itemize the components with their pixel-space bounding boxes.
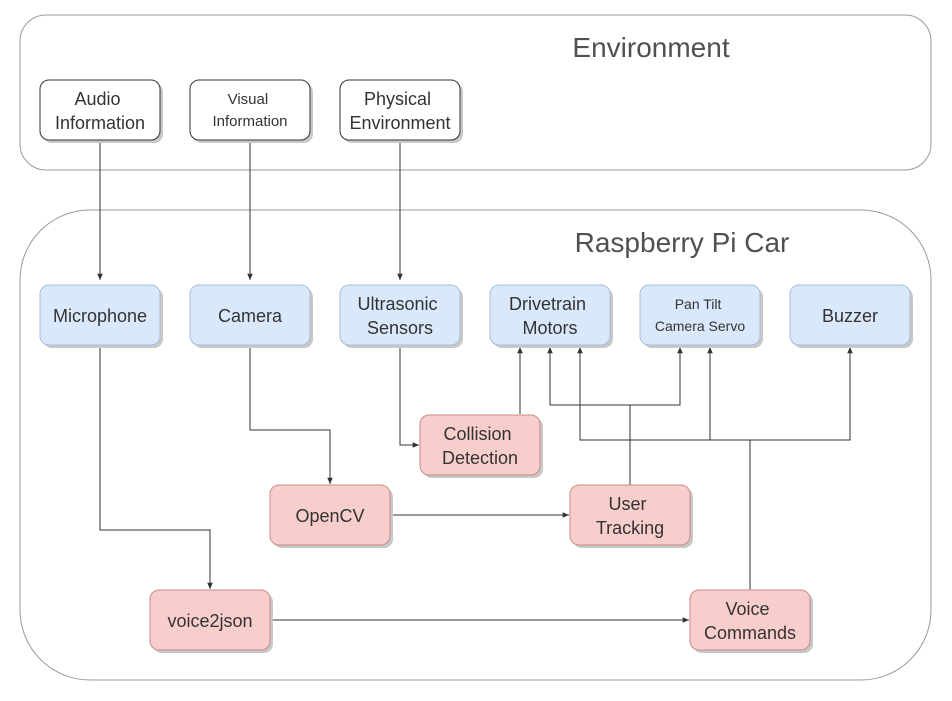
node-label-line: Motors xyxy=(522,318,577,338)
node-label-line: Pan Tilt xyxy=(675,296,722,312)
edges xyxy=(97,140,853,623)
node-buzzer: Buzzer xyxy=(789,284,913,348)
svg-text:Buzzer: Buzzer xyxy=(822,306,878,326)
edge-microphone-to-voice2json xyxy=(99,345,213,589)
node-label-line: Camera xyxy=(218,306,283,326)
node-label-line: OpenCV xyxy=(295,506,364,526)
svg-text:voice2json: voice2json xyxy=(167,611,252,631)
edge-camera-to-opencv xyxy=(249,345,333,484)
node-camera: Camera xyxy=(189,284,313,348)
node-label-line: Information xyxy=(55,113,145,133)
node-label-line: Buzzer xyxy=(822,306,878,326)
svg-text:Collision Detection: Collision Detection xyxy=(442,424,518,468)
node-visual-information: Visual Information xyxy=(189,79,313,143)
node-microphone: Microphone xyxy=(39,284,163,348)
node-label-line: voice2json xyxy=(167,611,252,631)
svg-text:Audio Information: Audio Information xyxy=(55,89,145,133)
node-label-line: Collision xyxy=(443,424,511,444)
svg-text:Ultrasonic Sensors: Ultrasonic Sensors xyxy=(357,294,442,338)
node-label-line: User xyxy=(608,494,646,514)
svg-text:Voice Commands: Voice Commands xyxy=(704,599,796,643)
node-label-line: Detection xyxy=(442,448,518,468)
raspberry-pi-car-title: Raspberry Pi Car xyxy=(575,227,790,258)
node-voice-commands: Voice Commands xyxy=(689,589,813,653)
edge-user-tracking-to-pan-tilt xyxy=(630,347,683,406)
node-label-line: Environment xyxy=(349,113,450,133)
svg-text:User Tracking: User Tracking xyxy=(596,494,664,538)
svg-text:Visual Information: Visual Information xyxy=(212,91,287,130)
node-label-line: Drivetrain xyxy=(509,294,586,314)
svg-text:Drivetrain Motors: Drivetrain Motors xyxy=(509,294,591,338)
edge-user-tracking-to-drivetrain xyxy=(547,347,631,485)
svg-text:Camera: Camera xyxy=(218,306,283,326)
node-pan-tilt-camera-servo: Pan Tilt Camera Servo xyxy=(639,284,763,348)
node-label-line: Tracking xyxy=(596,518,664,538)
node-label-line: Microphone xyxy=(53,306,147,326)
node-collision-detection: Collision Detection xyxy=(419,414,543,478)
node-ultrasonic-sensors: Ultrasonic Sensors xyxy=(339,284,463,348)
svg-text:Physical Environment: Physical Environment xyxy=(349,89,450,133)
node-label-line: Audio xyxy=(74,89,120,109)
svg-text:Pan Tilt Camera Servo: Pan Tilt Camera Servo xyxy=(655,296,745,334)
node-opencv: OpenCV xyxy=(269,484,393,548)
nodes: Audio Information Visual Information Phy… xyxy=(39,79,913,653)
node-label-line: Commands xyxy=(704,623,796,643)
node-physical-environment: Physical Environment xyxy=(339,79,463,143)
node-label-line: Voice xyxy=(725,599,769,619)
edge-voice-commands-to-buzzer xyxy=(750,347,853,441)
node-label-line: Physical xyxy=(364,89,431,109)
svg-text:Microphone: Microphone xyxy=(53,306,147,326)
node-user-tracking: User Tracking xyxy=(569,484,693,548)
svg-text:OpenCV: OpenCV xyxy=(295,506,364,526)
edge-ultrasonic-to-collision xyxy=(399,345,419,448)
node-label-line: Sensors xyxy=(367,318,433,338)
edge-voice-commands-to-drivetrain xyxy=(577,347,751,590)
node-audio-information: Audio Information xyxy=(39,79,163,143)
node-label-line: Visual xyxy=(228,91,269,108)
environment-title: Environment xyxy=(572,32,729,63)
node-voice2json: voice2json xyxy=(149,589,273,653)
node-label-line: Ultrasonic xyxy=(357,294,437,314)
node-drivetrain-motors: Drivetrain Motors xyxy=(489,284,613,348)
node-label-line: Camera Servo xyxy=(655,318,745,334)
node-label-line: Information xyxy=(212,113,287,130)
